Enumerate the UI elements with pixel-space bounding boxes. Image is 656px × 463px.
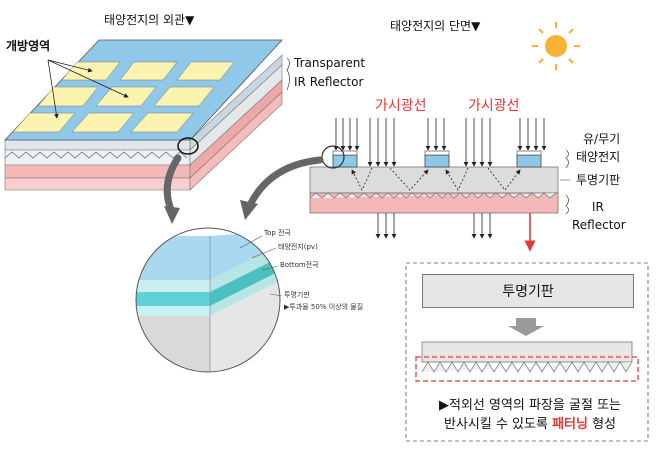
right-title: 태양전지의 단면▼: [390, 19, 481, 33]
ir-label-1: IR: [592, 200, 604, 214]
open-area-label: 개방영역: [6, 39, 51, 53]
zoom-arrow-right: [246, 156, 324, 209]
detail-transmittance: ▶투과율 50% 이상의 물질: [284, 303, 364, 311]
visible-light-left: 가시광선: [375, 98, 427, 114]
detail-substrate: 투명기판: [284, 291, 310, 299]
sun-icon: [545, 35, 567, 57]
ir-reflector-label: IR Reflector: [294, 75, 364, 89]
detail-bottom-electrode: Bottom전극: [280, 261, 319, 269]
pattern-note: ▶적외선 영역의 파장을 굴절 또는 반사시킬 수 있도록 패터닝 형성: [412, 396, 648, 434]
detail-pv: 태양전지(pv): [278, 243, 318, 251]
left-title: 태양전지의 외관▼: [104, 13, 195, 27]
cross-section: [309, 22, 580, 252]
solar-cell-label-2: 태양전지: [576, 150, 621, 164]
note-highlight: 패터닝: [552, 417, 588, 432]
solar-panel-3d: [4, 39, 290, 191]
note-line2-suffix: 형성: [587, 417, 617, 432]
visible-light-right: 가시광선: [468, 98, 520, 114]
pattern-box: [405, 262, 649, 442]
solar-cell-label-1: 유/무기: [583, 132, 621, 146]
box-substrate-label: 투명기판: [422, 274, 634, 308]
transparent-label: Transparent: [294, 56, 366, 70]
note-line1: ▶적외선 영역의 파장을 굴절 또는: [438, 398, 621, 413]
substrate-label: 투명기판: [576, 173, 621, 187]
detail-top-electrode: Top 전극: [264, 229, 291, 237]
note-line2: 반사시킬 수 있도록 패터닝 형성: [412, 415, 648, 434]
detail-circle: [135, 227, 283, 373]
ir-label-2: Reflector: [572, 218, 626, 232]
note-line2-prefix: 반사시킬 수 있도록: [443, 417, 553, 432]
